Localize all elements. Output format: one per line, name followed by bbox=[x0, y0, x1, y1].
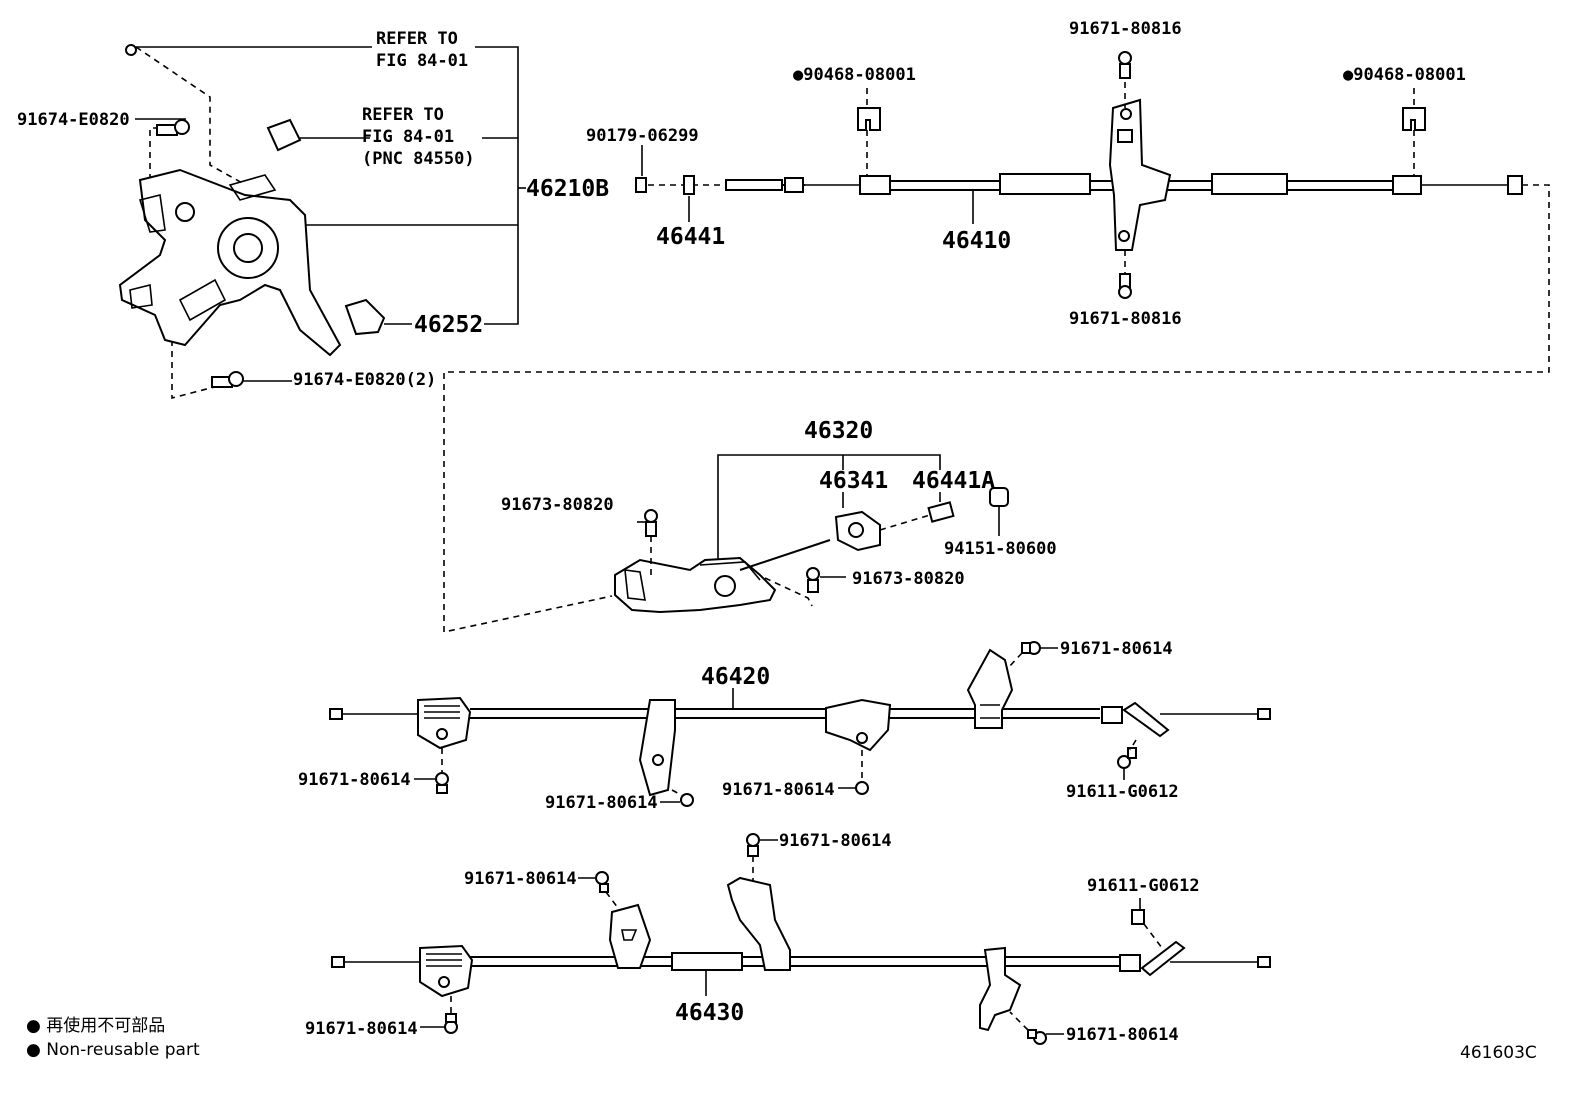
part-label-rear-cable-2: 46430 bbox=[675, 1000, 744, 1026]
part-label-bolt-top: 91671-80614 bbox=[779, 831, 892, 851]
cable-end-icon bbox=[1101, 706, 1123, 724]
bracket-icon bbox=[1108, 98, 1172, 251]
part-label-cover: 46252 bbox=[414, 312, 483, 338]
cable-sleeve-icon bbox=[999, 173, 1091, 195]
part-label-rear-cable-1: 46420 bbox=[701, 664, 770, 690]
bolt-icon bbox=[435, 772, 449, 794]
part-label-nut: 90179-06299 bbox=[586, 126, 699, 146]
refer-label-2-pnc: (PNC 84550) bbox=[362, 149, 475, 169]
spring-icon bbox=[1140, 940, 1186, 977]
clamp-bracket-icon bbox=[726, 876, 791, 971]
bolt-icon bbox=[1021, 641, 1041, 655]
pedal-body-icon bbox=[118, 168, 342, 357]
part-label-bolt-bottom: 91671-80614 bbox=[305, 1019, 418, 1039]
part-label-pedal-assembly: 46210B bbox=[526, 176, 609, 202]
bolt-icon bbox=[680, 793, 694, 807]
part-label-bolt-bottom: 91671-80816 bbox=[1069, 309, 1182, 329]
refer-label-1-fig: FIG 84-01 bbox=[376, 51, 468, 71]
clip-icon bbox=[1402, 107, 1426, 131]
cable-sleeve-icon bbox=[1211, 173, 1288, 195]
adjuster-icon bbox=[683, 175, 695, 195]
bolt-icon bbox=[746, 833, 760, 857]
part-label-bolt-b: 91671-80614 bbox=[545, 793, 658, 813]
refer-label-2-fig: FIG 84-01 bbox=[362, 127, 454, 147]
part-label-bolt-bottom: 91674-E0820(2) bbox=[293, 370, 436, 390]
cable-end-icon bbox=[1119, 954, 1141, 972]
bolt-icon bbox=[444, 1013, 458, 1034]
connection-guide bbox=[443, 184, 1550, 633]
cable-end-icon bbox=[1392, 175, 1422, 195]
bolt-icon bbox=[806, 567, 820, 593]
clip-icon bbox=[266, 118, 302, 152]
part-label-front-cable: 46410 bbox=[942, 228, 1011, 254]
part-label-pin: 46441A bbox=[912, 468, 995, 494]
part-label-bolt-top: 91674-E0820 bbox=[17, 110, 130, 130]
part-label-bolt-left: 91671-80614 bbox=[464, 869, 577, 889]
bolt-icon bbox=[644, 509, 658, 537]
part-label-bolt-c: 91671-80614 bbox=[722, 780, 835, 800]
anchor-bracket-icon bbox=[419, 944, 474, 998]
part-label-bolt-clamp: 91671-80614 bbox=[1066, 1025, 1179, 1045]
clip-icon bbox=[857, 107, 881, 131]
pedal-assembly-group: REFER TO FIG 84-01 REFER TO FIG 84-01 (P… bbox=[17, 29, 609, 400]
clip-bracket-icon bbox=[979, 946, 1022, 1032]
rear-cable-2-group: 91671-80614 91671-80614 91611-G0612 9167… bbox=[305, 831, 1271, 1045]
cable-end-icon bbox=[859, 175, 891, 195]
clamp-bracket-icon bbox=[638, 699, 676, 797]
part-label-bolt-end: 91611-G0612 bbox=[1087, 876, 1200, 896]
part-label-yoke: 46341 bbox=[819, 468, 888, 494]
front-cable-group: ●90468-08001 ●90468-08001 91671-80816 91… bbox=[586, 19, 1523, 329]
bolt-icon bbox=[595, 871, 609, 893]
cable-end-icon bbox=[1507, 175, 1523, 195]
refer-label-1: REFER TO bbox=[376, 29, 458, 49]
refer-label-2: REFER TO bbox=[362, 105, 444, 125]
clip-bracket-icon bbox=[966, 648, 1014, 729]
bolt-icon bbox=[1027, 1029, 1047, 1045]
equalizer-bracket-icon bbox=[614, 556, 777, 614]
part-label-bolt-left: 91673-80820 bbox=[501, 495, 614, 515]
part-label-adjuster: 46441 bbox=[656, 224, 725, 250]
part-label-bolt-end: 91611-G0612 bbox=[1066, 782, 1179, 802]
part-label-bolt-right: 91673-80820 bbox=[852, 569, 965, 589]
anchor-bracket-icon bbox=[417, 696, 472, 750]
cover-icon bbox=[344, 298, 386, 336]
clamp-bracket-icon bbox=[608, 903, 652, 969]
part-label-bushing: 94151-80600 bbox=[944, 539, 1057, 559]
bolt-icon bbox=[211, 371, 244, 388]
legend-line-japanese: ● 再使用不可部品 bbox=[26, 1015, 165, 1036]
bolt-icon bbox=[1117, 747, 1137, 769]
legend-line-english: ● Non-reusable part bbox=[26, 1040, 200, 1060]
clamp-icon bbox=[825, 698, 892, 752]
cable-sleeve-icon bbox=[671, 952, 743, 971]
bolt-icon bbox=[156, 119, 190, 136]
screw-icon bbox=[125, 44, 137, 56]
bolt-icon bbox=[1118, 51, 1132, 79]
nut-icon bbox=[635, 177, 647, 193]
rear-cable-1-group: 46420 91671-80614 91671-80614 91671-8061… bbox=[298, 639, 1271, 813]
bolt-icon bbox=[1131, 909, 1145, 925]
spring-icon bbox=[1122, 701, 1170, 738]
bolt-icon bbox=[1118, 273, 1132, 299]
part-label-bolt-a: 91671-80614 bbox=[298, 770, 411, 790]
part-label-clip-right: ●90468-08001 bbox=[1343, 65, 1466, 85]
figure-id: 461603C bbox=[1460, 1043, 1537, 1063]
part-label-bolt-top: 91671-80816 bbox=[1069, 19, 1182, 39]
part-label-clip-left: ●90468-08001 bbox=[793, 65, 916, 85]
equalizer-group: 46320 46341 46441A 91673-80820 91673-808… bbox=[501, 418, 1057, 614]
part-label-equalizer: 46320 bbox=[804, 418, 873, 444]
pin-icon bbox=[927, 501, 955, 523]
bushing-icon bbox=[989, 487, 1009, 507]
part-label-bolt-bracket: 91671-80614 bbox=[1060, 639, 1173, 659]
threaded-rod-icon bbox=[725, 179, 783, 191]
bolt-icon bbox=[855, 781, 869, 795]
